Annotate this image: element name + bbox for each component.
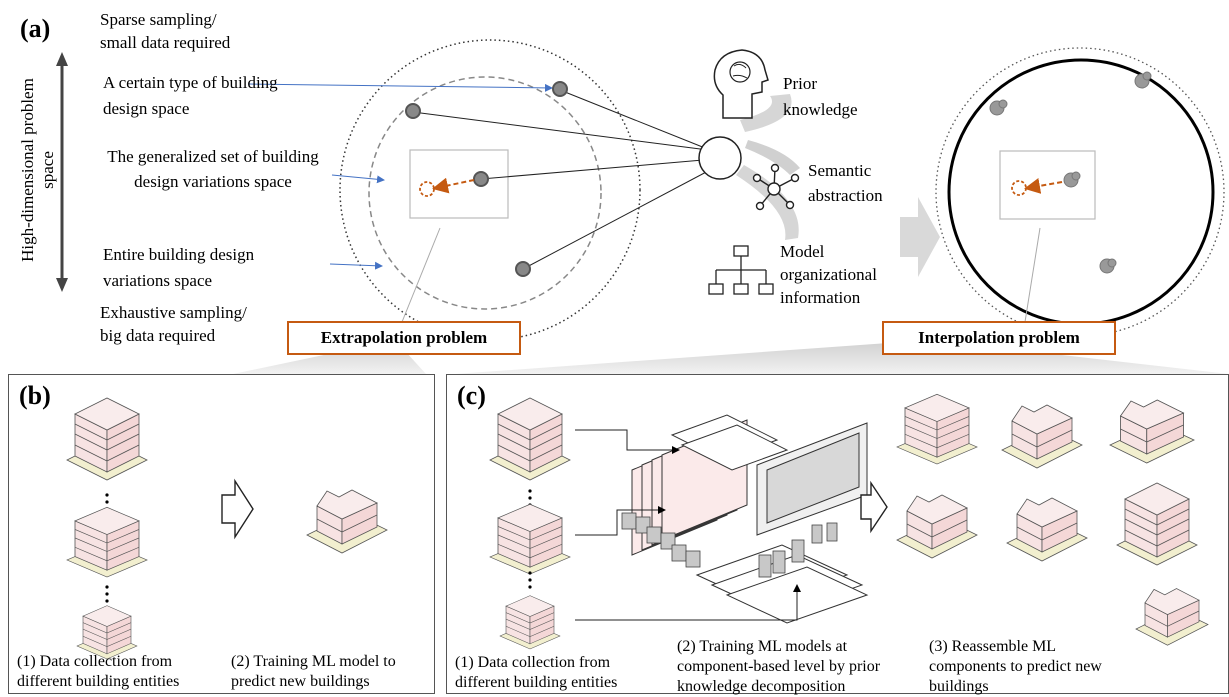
panel-b-label: (b) [19,381,51,410]
process-arrow-icon [860,480,888,534]
decomposition-planes [631,414,869,624]
knowledge-label-3: Model organizational information [780,242,877,307]
sample-point [552,81,568,97]
panel-c-graphics [489,393,1209,650]
flow-arrow-3 [575,584,801,621]
knowledge-label-1: Prior knowledge [783,74,858,119]
generalized-space-circle [368,76,602,310]
space-label-3: Entire building design variations space [103,245,255,290]
predicted-building-icon [1001,404,1083,469]
interpolation-label: Interpolation problem [882,321,1116,355]
building-medium-icon [66,506,148,578]
building-large-icon [489,397,571,481]
ellipsis-icon [105,585,109,603]
interpolation-arrow [1024,178,1063,194]
design-space-rect-right [999,150,1096,220]
funnel-shape [736,165,799,240]
predicted-building-icon [1006,497,1088,562]
panel-b-caption-2: (2) Training ML model to predict new bui… [231,653,396,690]
knowledge-label-2: Semantic abstraction [808,161,883,205]
zoom-fan-right [455,340,1229,374]
outer-space-circle-right [935,47,1225,337]
design-space-rect [409,149,509,219]
pointer-arrow-2 [331,174,385,184]
sample-point [473,171,489,187]
predicted-point [419,181,435,197]
pointer-arrow-3 [329,261,383,270]
process-arrow-icon [221,478,254,540]
predicted-building-icon [1109,399,1195,464]
panel-c: (c) [446,374,1229,695]
predicted-building-icon [896,494,978,559]
panel-c-caption-1: (1) Data collection from different build… [455,654,618,691]
sample-link-3 [480,159,704,180]
building-large-icon [66,397,148,481]
network-icon [752,163,800,211]
sample-point [515,261,531,277]
label-pointer-right [1024,227,1041,323]
axis-label: High-dimensional problem space [18,78,57,262]
panel-b: (b) (1) Data collection from different b… [8,374,435,694]
panel-a-label: (a) [20,14,51,43]
covered-space-circle [947,58,1215,326]
panel-c-caption-3: (3) Reassemble ML components to predict … [929,638,1102,695]
pointer-arrow-1 [247,83,553,92]
extrapolation-label: Extrapolation problem [287,321,521,355]
predicted-building-icon [896,393,978,465]
label-pointer-left [401,227,441,323]
funnel-shape [740,94,792,132]
sample-link-1 [412,111,709,151]
flow-arrow-1 [575,429,680,454]
axis-arrow-up-icon [56,52,68,66]
space-label-2: The generalized set of building design v… [107,147,319,191]
assembled-building-icon [1135,588,1209,646]
sample-link-2 [559,89,711,151]
panel-c-label: (c) [457,381,486,410]
predicted-building-icon [1116,482,1198,566]
sample-point [405,103,421,119]
panel-c-caption-2: (2) Training ML models at component-base… [677,638,881,695]
transition-arrow-icon [900,197,940,277]
ellipsis-icon [528,571,532,589]
component-grids [621,512,838,578]
panel-b-graphics [66,397,388,660]
space-label-1: A certain type of building design space [103,73,278,118]
axis-arrow-down-icon [56,278,68,292]
predicted-point-right [1011,180,1027,196]
extrapolation-arrow [432,177,475,194]
flow-arrow-2 [575,506,666,536]
sample-link-4 [522,169,711,270]
axis-top-text: Sparse sampling/ small data required [100,10,231,52]
hierarchy-icon [708,245,774,295]
brain-head-icon [713,49,769,119]
building-small-icon [499,595,561,650]
funnel-shape [745,140,800,175]
building-medium-icon [489,503,571,575]
predicted-building-icon [306,489,388,554]
sample-cluster [989,71,1152,274]
panel-b-caption-1: (1) Data collection from different build… [17,653,180,690]
hub-circle [698,136,742,180]
outer-space-circle [339,39,641,341]
building-small-icon [76,605,138,660]
axis-bottom-text: Exhaustive sampling/ big data required [100,303,247,345]
